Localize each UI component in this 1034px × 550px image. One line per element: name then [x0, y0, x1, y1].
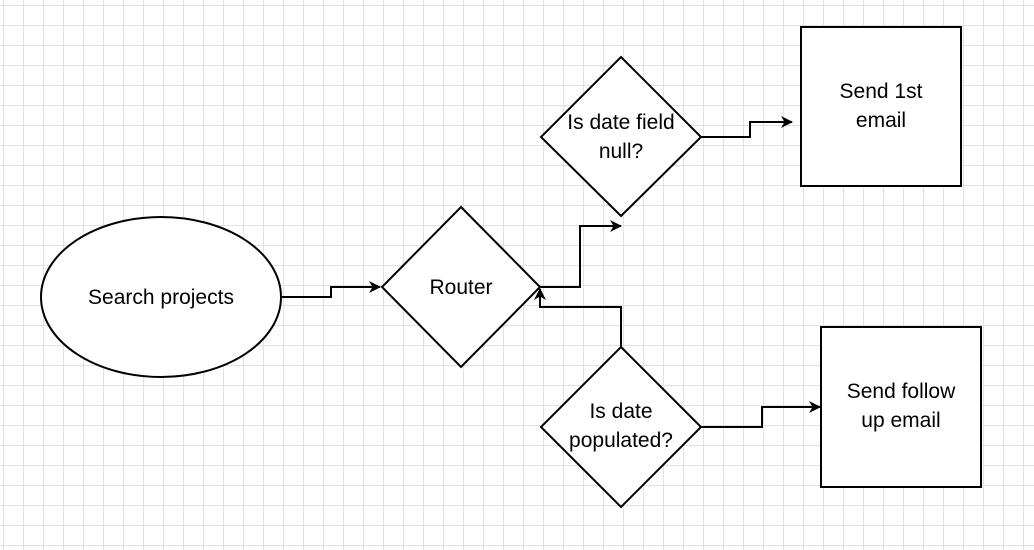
router-node[interactable]: [380, 205, 542, 369]
edge-search-to-router[interactable]: [282, 281, 381, 298]
edge-date-null-to-send-first-email[interactable]: [701, 116, 793, 138]
edge-date-populated-to-send-follow-up[interactable]: [701, 401, 821, 428]
edge-router-to-date-null-check[interactable]: [539, 220, 622, 288]
edge-date-populated-to-router[interactable]: [534, 288, 622, 347]
date-populated-decision-node[interactable]: [539, 345, 703, 509]
send-first-email-node[interactable]: [800, 26, 962, 187]
date-field-null-decision-node[interactable]: [539, 55, 703, 218]
search-projects-node[interactable]: [40, 216, 282, 378]
send-follow-up-email-node[interactable]: [820, 326, 982, 488]
